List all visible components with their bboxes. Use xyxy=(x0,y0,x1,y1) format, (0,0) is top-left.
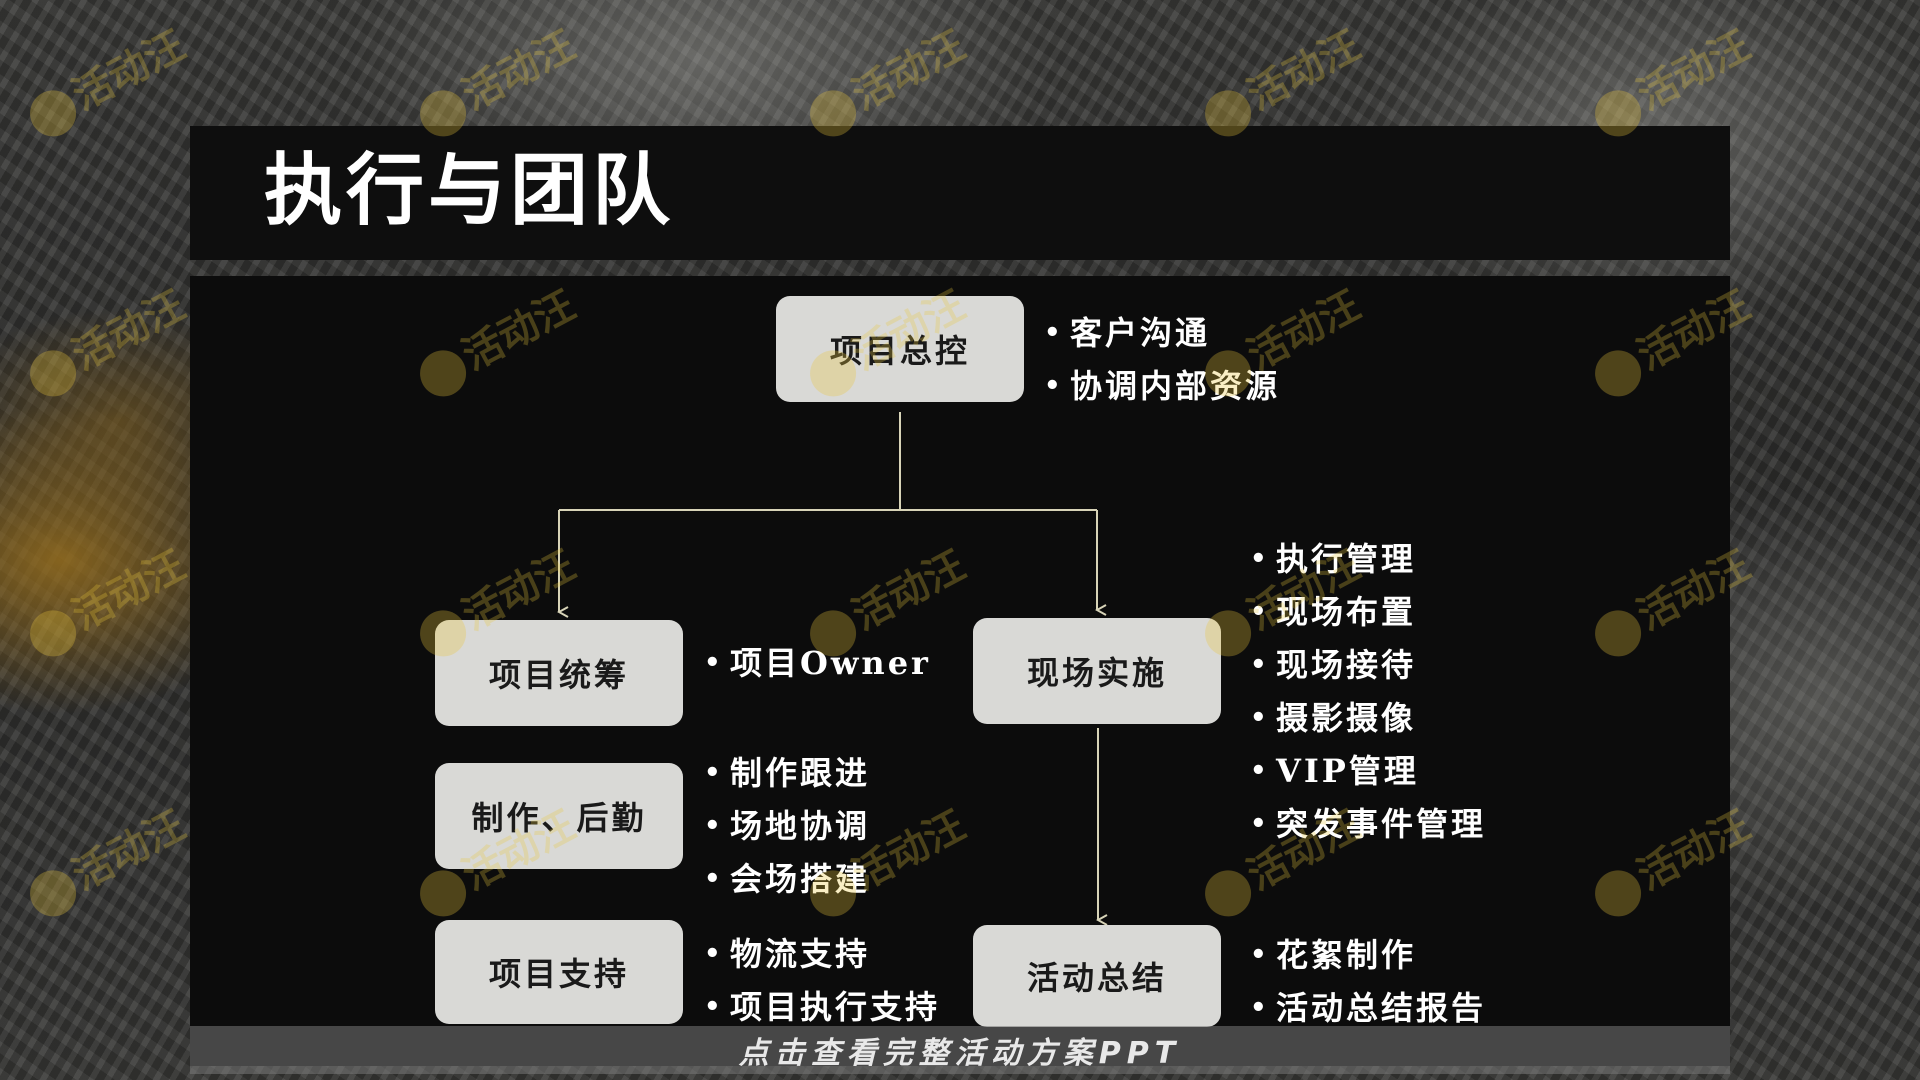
bullet-text: 活动总结报告 xyxy=(1276,989,1487,1027)
bullet-text: 执行管理 xyxy=(1276,540,1417,578)
bullet-text: 制作跟进 xyxy=(730,754,871,792)
bullet-item: •现场布置 xyxy=(1250,586,1486,639)
bullet-text: VIP管理 xyxy=(1276,752,1419,790)
bullet-item: •协调内部资源 xyxy=(1044,360,1280,413)
bullet-dot: • xyxy=(1250,650,1270,680)
bullet-text: 突发事件管理 xyxy=(1276,805,1487,843)
bullet-text: 项目Owner xyxy=(730,644,931,682)
bullet-dot: • xyxy=(1250,544,1270,574)
bullets-onsite-execution: •执行管理 •现场布置 •现场接待 •摄影摄像 •VIP管理 •突发事件管理 xyxy=(1250,533,1486,851)
bullets-project-support: •物流支持 •项目执行支持 xyxy=(704,928,940,1034)
bullet-item: •场地协调 xyxy=(704,800,870,853)
bullets-project-control: •客户沟通 •协调内部资源 xyxy=(1044,307,1280,413)
bullet-item: •现场接待 xyxy=(1250,639,1486,692)
bullet-item: •项目Owner xyxy=(704,637,931,690)
bullet-text: 现场布置 xyxy=(1276,593,1417,631)
bullet-dot: • xyxy=(704,758,724,788)
bullet-text: 项目执行支持 xyxy=(730,988,941,1026)
bullet-item: •物流支持 xyxy=(704,928,940,981)
bullet-dot: • xyxy=(1250,703,1270,733)
banner-text[interactable]: 点击查看完整活动方案PPT xyxy=(738,1036,1182,1071)
bullet-text: 场地协调 xyxy=(730,807,871,845)
bullet-dot: • xyxy=(1250,597,1270,627)
bullet-text: 摄影摄像 xyxy=(1276,699,1417,737)
bullet-item: •花絮制作 xyxy=(1250,929,1486,982)
bullet-text: 现场接待 xyxy=(1276,646,1417,684)
bullet-item: •活动总结报告 xyxy=(1250,982,1486,1035)
bullet-item: •制作跟进 xyxy=(704,747,870,800)
bullet-item: •客户沟通 xyxy=(1044,307,1280,360)
bullet-text: 花絮制作 xyxy=(1276,936,1417,974)
title-band xyxy=(190,126,1730,260)
bullets-event-summary: •花絮制作 •活动总结报告 xyxy=(1250,929,1486,1035)
full-ppt-banner[interactable]: 点击查看完整活动方案PPT xyxy=(190,1026,1730,1074)
bullet-dot: • xyxy=(704,939,724,969)
bullet-item: •执行管理 xyxy=(1250,533,1486,586)
bullet-text: 会场搭建 xyxy=(730,860,871,898)
bullet-dot: • xyxy=(704,648,724,678)
bullet-dot: • xyxy=(1044,318,1064,348)
bullet-item: •项目执行支持 xyxy=(704,981,940,1034)
bullet-dot: • xyxy=(1250,940,1270,970)
page-title: 执行与团队 xyxy=(264,145,675,236)
bullet-dot: • xyxy=(1250,756,1270,786)
box-project-coordination: 项目统筹 xyxy=(435,620,683,726)
box-production-logistics: 制作、后勤 xyxy=(435,763,683,869)
box-project-control: 项目总控 xyxy=(776,296,1024,402)
bullet-item: •突发事件管理 xyxy=(1250,798,1486,851)
bullet-dot: • xyxy=(1044,371,1064,401)
bullet-item: •VIP管理 xyxy=(1250,745,1486,798)
bullets-production-logistics: •制作跟进 •场地协调 •会场搭建 xyxy=(704,747,870,906)
bullet-text: 物流支持 xyxy=(730,935,871,973)
bullet-dot: • xyxy=(704,992,724,1022)
box-event-summary: 活动总结 xyxy=(973,925,1221,1027)
bullet-item: •会场搭建 xyxy=(704,853,870,906)
bullet-text: 协调内部资源 xyxy=(1070,367,1281,405)
bullet-dot: • xyxy=(704,811,724,841)
bullet-dot: • xyxy=(1250,993,1270,1023)
bullets-project-coordination: •项目Owner xyxy=(704,637,931,690)
bullet-text: 客户沟通 xyxy=(1070,314,1211,352)
bullet-item: •摄影摄像 xyxy=(1250,692,1486,745)
box-onsite-execution: 现场实施 xyxy=(973,618,1221,724)
box-project-support: 项目支持 xyxy=(435,920,683,1024)
bullet-dot: • xyxy=(1250,809,1270,839)
bullet-dot: • xyxy=(704,864,724,894)
